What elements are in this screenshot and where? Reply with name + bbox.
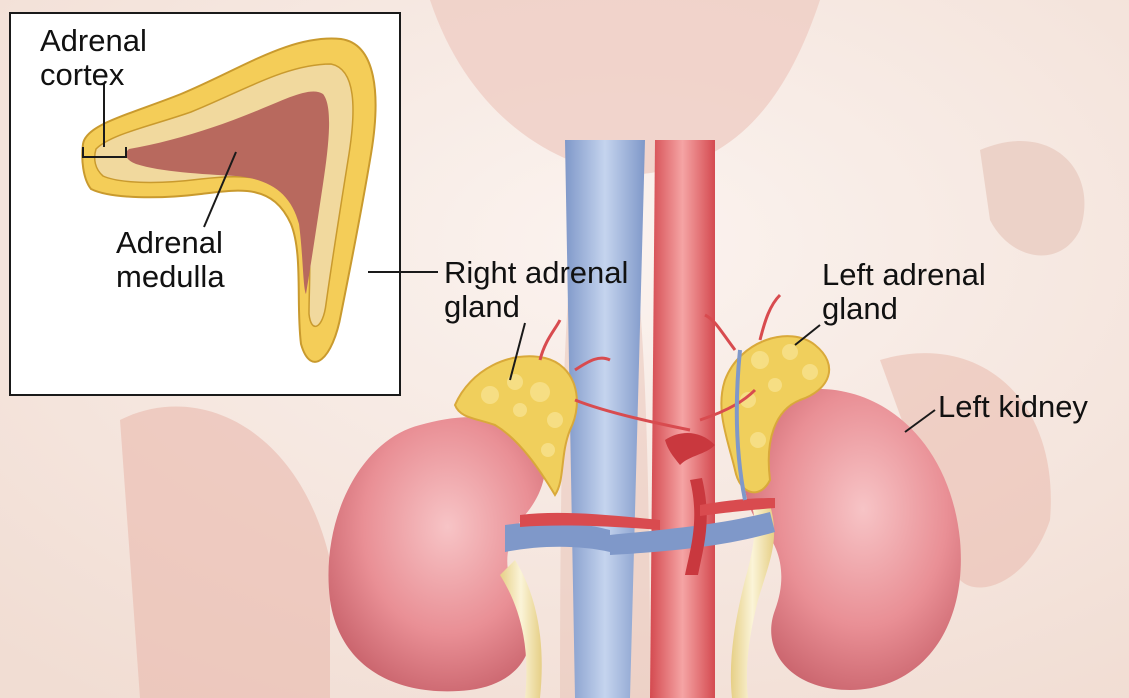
label-adrenal-medulla: Adrenal medulla	[116, 226, 225, 294]
label-left-kidney: Left kidney	[938, 390, 1088, 424]
label-right-adrenal-gland: Right adrenal gland	[444, 256, 628, 324]
label-left-adrenal-gland: Left adrenal gland	[822, 258, 986, 326]
label-adrenal-cortex: Adrenal cortex	[40, 24, 147, 92]
